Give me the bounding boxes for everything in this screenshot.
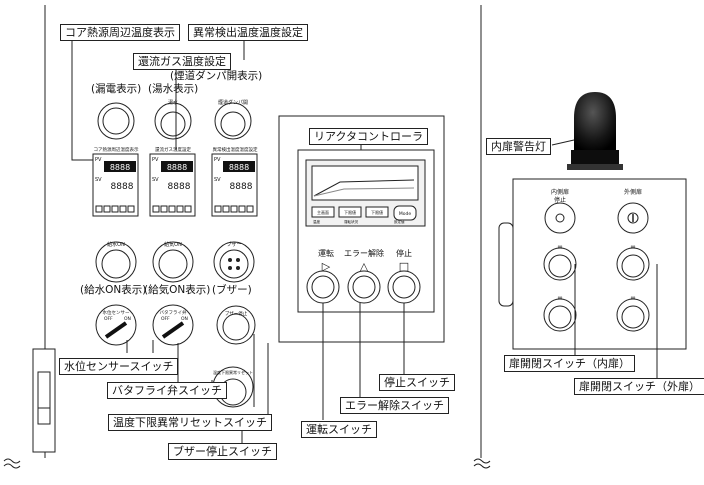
svg-text:PV: PV [214,157,221,163]
meter-return-gas: 還流ガス温度設定 PV 8888 SV 8888 [149,146,196,217]
svg-text:下限値: 下限値 [371,209,383,215]
label-water-on: (給水ON表示) [80,284,147,296]
inner-door-close-button[interactable] [543,298,577,332]
screen-btn-mode[interactable] [393,205,417,221]
door-handle [498,222,514,307]
outer-door-open-button[interactable] [616,247,650,281]
svg-text:バタフライ弁: バタフライ弁 [160,309,187,316]
svg-text:8888: 8888 [230,182,253,192]
callout-reactor-controller: リアクタコントローラ [309,128,429,145]
run-button[interactable] [306,270,340,304]
callout-abnormal-temp: 異常検出温度温度設定 [188,24,308,41]
label-air-on: (給気ON表示) [144,284,211,296]
reset-label: エラー解除 [344,248,384,258]
callout-door-switch-inner: 扉開閉スイッチ（内扉） [504,355,635,372]
stop-button[interactable] [387,270,421,304]
svg-text:8888: 8888 [229,163,249,172]
svg-text:SV: SV [152,177,159,183]
callout-return-gas: 還流ガス温度設定 [133,53,231,70]
svg-text:Mode: Mode [399,211,411,217]
break-mark-left [3,458,21,469]
svg-text:ON: ON [124,316,131,322]
svg-text:主画面: 主画面 [317,209,329,215]
error-reset-button[interactable] [347,270,381,304]
lamp-water-label: 湯水 [168,99,178,106]
svg-text:水位センサー: 水位センサー [103,309,130,316]
svg-text:ブザー: ブザー [226,241,241,248]
callout-warning-lamp: 内扉警告灯 [486,138,551,155]
svg-text:外側扉: 外側扉 [624,188,642,196]
warning-lamp [567,92,623,170]
lamp-leak [97,102,135,140]
callout-door-switch-outer: 扉開閉スイッチ（外扉） [574,378,704,395]
callout-core-temp: コア熱源周辺温度表示 [60,24,180,41]
svg-text:内側扉: 内側扉 [551,188,569,196]
callout-error-reset-switch: エラー解除スイッチ [340,397,449,414]
selector-butterfly[interactable]: バタフライ弁 OFF ON [152,304,194,346]
callout-run-switch: 運転スイッチ [301,421,377,438]
callout-stop-switch: 停止スイッチ [379,374,455,391]
run-symbol: ▷ [322,260,331,273]
warning-lamp-leader [551,139,575,146]
door-panel [512,178,687,350]
svg-text:8888: 8888 [168,182,191,192]
svg-text:設定値: 設定値 [394,219,405,224]
label-buzzer: (ブザー) [212,284,252,296]
svg-text:温度: 温度 [313,219,321,224]
lamp-damper: 煙道ダンパ開 [214,99,252,140]
outer-door-close-button[interactable] [616,298,650,332]
label-damper-open: (煙道ダンパ開表示) [170,70,263,82]
svg-text:PV: PV [152,157,159,163]
meter-core-temp: コア熱源周辺温度表示 PV 8888 SV 8888 [92,146,139,217]
lamp-damper-label: 煙道ダンパ開 [218,99,248,106]
meter-abnormal-temp: 異常検出温度温度設定 PV 8888 SV 8888 [211,146,258,217]
break-mark-right [473,458,491,469]
screen-btn-lower2[interactable] [365,206,389,218]
stop-label: 停止 [396,248,412,258]
screen-btn-main[interactable] [311,206,335,218]
meter-title: 還流ガス温度設定 [155,146,191,153]
svg-text:ON: ON [181,316,188,322]
lamp-water: 湯水 [154,99,192,140]
selector-water-sensor[interactable]: 水位センサー OFF ON [95,304,137,346]
svg-text:下限値: 下限値 [344,209,356,215]
svg-text:OFF: OFF [104,316,113,322]
svg-text:8888: 8888 [167,163,187,172]
outer-door-key-switch[interactable] [617,202,649,234]
svg-text:給水ON: 給水ON [107,241,125,248]
callout-buzzer-stop-switch: ブザー停止スイッチ [168,443,277,460]
svg-text:停止: 停止 [554,196,566,204]
label-water-display: (湯水表示) [148,83,199,95]
svg-text:ブザー停止: ブザー停止 [225,310,248,317]
buzzer-stop-button[interactable]: ブザー停止 [216,305,256,345]
svg-text:温度下限異常リセット: 温度下限異常リセット [213,369,253,375]
lamp-water-on: 給水ON [95,241,137,283]
run-label: 運転 [318,249,334,258]
svg-text:SV: SV [214,177,221,183]
lamp-air-on: 給気ON [152,241,194,283]
meter-title: コア熱源周辺温度表示 [94,146,139,153]
svg-text:給気ON: 給気ON [164,241,182,248]
svg-text:SV: SV [95,177,102,183]
svg-text:PV: PV [95,157,102,163]
screen-btn-lower1[interactable] [338,206,362,218]
callout-water-sensor-switch: 水位センサースイッチ [59,358,179,375]
reset-symbol: △ [360,260,369,273]
svg-text:運転状況: 運転状況 [344,219,358,224]
callout-butterfly-switch: バタフライ弁スイッチ [107,382,227,399]
callout-temp-reset-switch: 温度下限異常リセットスイッチ [108,414,272,431]
label-leak: (漏電表示) [91,83,142,95]
inner-door-open-button[interactable] [543,247,577,281]
side-strip-window [37,371,51,425]
stop-symbol: □ [399,260,409,273]
meter-title: 異常検出温度温度設定 [213,146,258,153]
svg-text:OFF: OFF [161,316,170,322]
inner-door-stop-button[interactable] [544,202,576,234]
controller-graph [313,179,415,197]
svg-text:8888: 8888 [110,163,130,172]
svg-text:8888: 8888 [111,182,134,192]
buzzer: ブザー [213,241,255,283]
